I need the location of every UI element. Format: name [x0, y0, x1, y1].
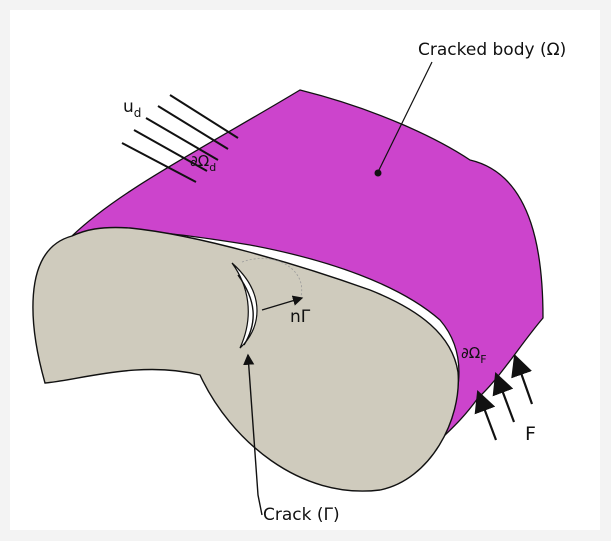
displacement-label: ud: [123, 97, 141, 120]
displacement-sub: d: [134, 106, 142, 120]
body-label: Cracked body (Ω): [418, 40, 566, 60]
body-leader-dot: [375, 170, 382, 177]
force-label: F: [525, 423, 536, 445]
force-arrow-3: [515, 356, 532, 404]
force-arrow-1: [478, 392, 496, 440]
dirichlet-sub: d: [209, 161, 216, 174]
normal-label: nΓ: [290, 307, 311, 327]
neumann-base: ∂Ω: [461, 344, 480, 362]
crack-label: Crack (Γ): [263, 505, 340, 525]
dirichlet-base: ∂Ω: [190, 152, 209, 170]
displacement-base: u: [123, 97, 134, 117]
force-arrow-2: [496, 374, 514, 422]
neumann-sub: F: [480, 353, 486, 366]
